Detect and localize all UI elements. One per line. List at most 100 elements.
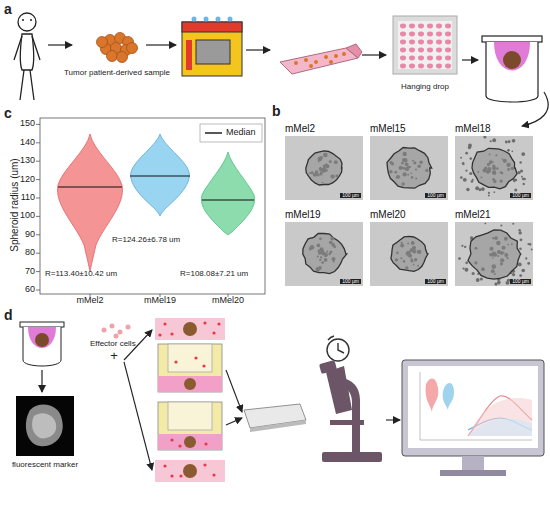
spheroid-micrograph — [519, 247, 522, 250]
spheroid-micrograph — [488, 192, 490, 194]
spheroid-micrograph — [472, 272, 475, 275]
spheroid-micrograph — [387, 148, 432, 189]
hanging-drop-plate-photo — [400, 32, 406, 37]
transwell — [194, 356, 197, 359]
spheroid-micrograph — [493, 167, 496, 170]
computer-monitor — [420, 372, 421, 440]
hanging-drop-plate-photo — [393, 16, 457, 74]
spheroid-micrograph — [321, 261, 324, 264]
spheroid-micrograph — [319, 156, 323, 160]
computer-monitor — [443, 383, 454, 410]
spheroid-micrograph — [522, 178, 524, 180]
spheroid-micrograph — [500, 224, 502, 226]
spheroid-micrograph — [317, 173, 320, 176]
hanging-drop-plate-photo — [400, 56, 406, 61]
category-label: mMel19 — [144, 296, 176, 306]
medium-band — [203, 321, 206, 324]
spheroid-micrograph — [529, 243, 532, 246]
spheroid-micrograph — [402, 182, 405, 185]
scale-bar-label: 100 µm — [510, 279, 531, 285]
spheroid-micrograph — [419, 161, 423, 165]
spheroid-micrograph — [475, 186, 479, 190]
spheroid-micrograph — [318, 161, 320, 163]
medium-band — [212, 473, 215, 476]
spheroid-micrograph — [507, 149, 510, 152]
spheroid-micrograph — [335, 175, 338, 178]
spheroid-micrograph — [512, 139, 516, 143]
hanging-drop-plate-photo — [436, 40, 442, 45]
hanging-drop-plate-photo — [418, 48, 424, 53]
spheroid-micrograph — [521, 152, 525, 156]
spheroid-micrograph — [519, 161, 521, 163]
spheroid-micrograph — [508, 140, 511, 143]
spheroid-micrograph — [316, 243, 320, 247]
tick-label: 150 — [20, 119, 35, 129]
hanging-drop-plate-photo — [409, 48, 415, 53]
panel-letter: b — [272, 104, 281, 119]
well-plate — [250, 420, 306, 432]
incubator-icon — [216, 17, 221, 22]
micrograph-panel: mMel18100 µm — [455, 136, 533, 200]
spheroid-micrograph — [493, 191, 495, 193]
culture-flask — [304, 58, 308, 62]
hanging-drop-plate-photo — [390, 14, 460, 76]
hanging-drop-plate-photo — [427, 24, 433, 29]
transwell — [174, 360, 177, 363]
transwell — [158, 402, 222, 450]
incubator-icon — [182, 22, 242, 76]
branch-line — [386, 419, 400, 420]
flow-arrow — [146, 44, 176, 45]
hanging-drop-small — [28, 327, 56, 348]
spheroid-micrograph — [406, 252, 410, 256]
hanging-drop-plate-photo — [400, 40, 406, 45]
spheroid-micrograph — [492, 170, 496, 174]
spheroid-micrograph — [334, 160, 338, 164]
medium-band — [163, 322, 166, 325]
culture-flask — [294, 61, 298, 65]
computer-monitor — [440, 470, 506, 476]
tick-label: 140 — [20, 138, 35, 148]
spheroid-micrograph — [460, 157, 462, 159]
spheroid-micrograph — [331, 243, 335, 247]
spheroid-micrograph — [500, 262, 503, 265]
spheroid-micrograph — [512, 223, 514, 225]
spheroid-micrograph — [330, 237, 334, 241]
spheroid-micrograph — [415, 177, 417, 179]
spheroid-micrograph — [497, 255, 499, 257]
transwell — [202, 364, 205, 367]
hanging-drop-small — [20, 322, 64, 366]
medium-band — [155, 460, 225, 482]
tick-label: 70 — [25, 267, 35, 277]
hanging-drop-plate-photo — [427, 40, 433, 45]
spheroid-micrograph — [525, 257, 527, 259]
spheroid-micrograph — [519, 231, 522, 234]
spheroid-micrograph — [503, 252, 505, 254]
tick-label: 110 — [21, 193, 35, 203]
spheroid-micrograph — [320, 256, 322, 258]
spheroid-micrograph — [400, 257, 402, 259]
stat-annotation: R=113.40±10.42 um — [45, 270, 117, 279]
well-plate — [244, 404, 306, 432]
spheroid-micrograph — [465, 268, 469, 272]
spheroid-micrograph — [495, 154, 497, 156]
spheroid-micrograph — [512, 273, 515, 276]
step-label: Hanging drop — [390, 83, 460, 92]
spheroid-micrograph — [481, 177, 483, 179]
hanging-drop-plate-photo — [418, 64, 424, 69]
tick-label: 100 — [20, 211, 35, 221]
medium-band — [183, 322, 197, 336]
spheroid-micrograph — [324, 163, 328, 167]
hanging-drop-plate-photo — [400, 64, 406, 69]
hanging-drop-plate-photo — [400, 48, 406, 53]
spheroid-micrograph — [490, 140, 492, 142]
hanging-drop-plate-photo — [436, 64, 442, 69]
spheroid-micrograph — [507, 244, 509, 246]
spheroid-micrograph — [520, 238, 523, 241]
transwell — [158, 344, 222, 392]
medium-band — [217, 322, 220, 325]
spheroid-micrograph — [485, 223, 487, 225]
hanging-drop-cup — [482, 36, 542, 42]
sample-name: mMel19 — [285, 209, 321, 220]
hanging-drop-plate-photo — [445, 56, 451, 61]
effector-cells — [102, 328, 107, 333]
